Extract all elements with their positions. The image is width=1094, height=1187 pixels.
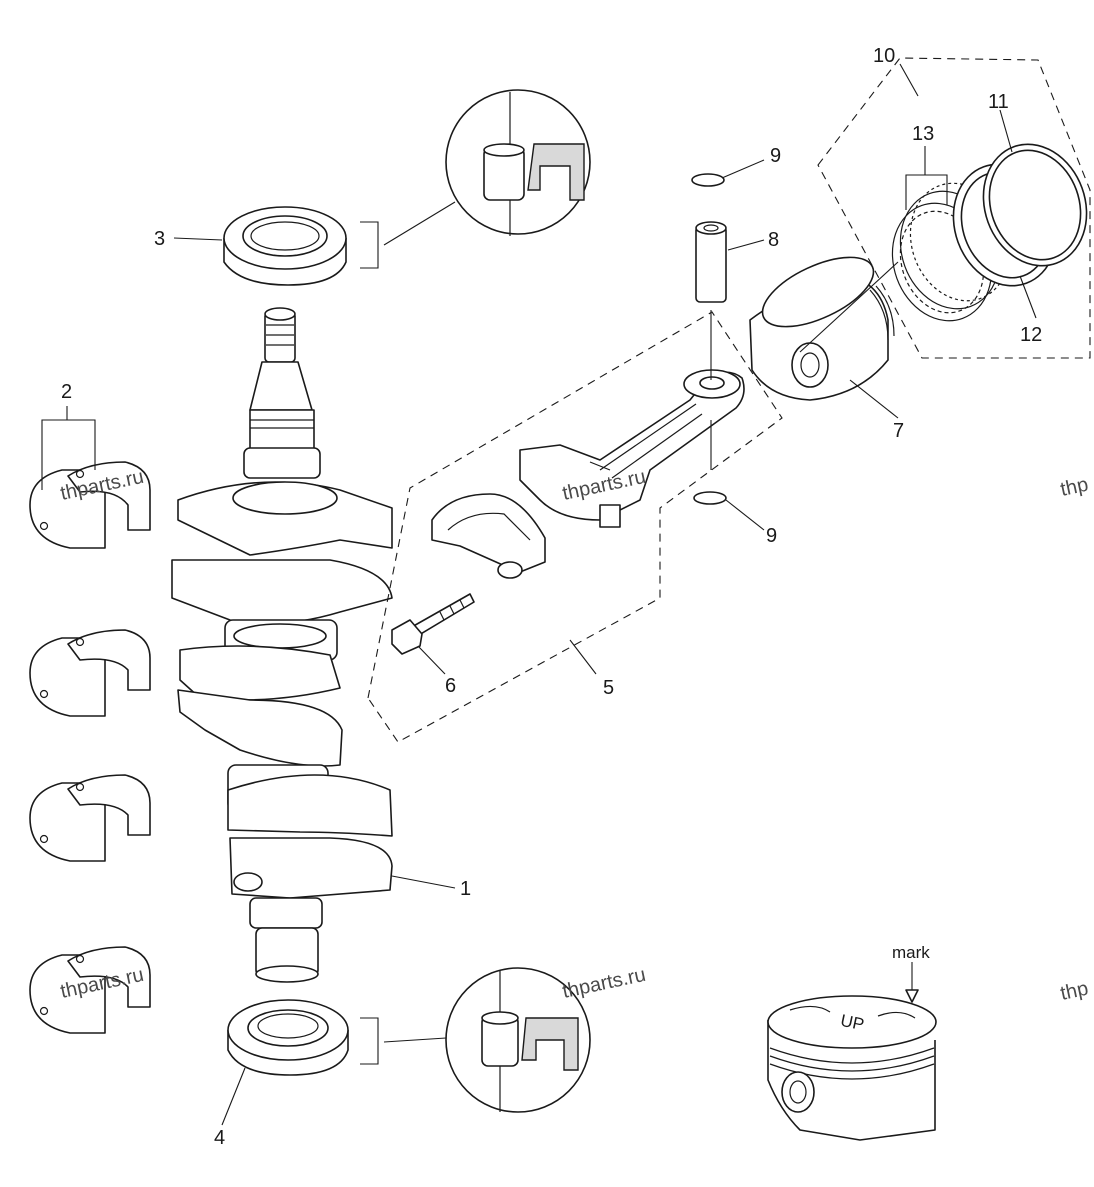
callout-11: 11 <box>988 91 1009 113</box>
oil-seal-top <box>223 201 456 286</box>
watermark: thp <box>1058 978 1090 1005</box>
crankshaft <box>171 307 393 983</box>
piston-mark-detail: UP mark <box>767 943 937 1141</box>
callout-2: 2 <box>61 381 72 403</box>
watermark: thparts.ru <box>560 964 647 1003</box>
watermark: thp <box>1058 474 1090 501</box>
leader-lines <box>41 63 1037 1126</box>
callout-9-top: 9 <box>770 145 781 167</box>
oil-seal-bottom <box>227 999 447 1076</box>
callout-4: 4 <box>214 1127 225 1149</box>
callout-13: 13 <box>912 123 934 145</box>
callout-6: 6 <box>445 675 456 697</box>
connecting-rod-bolt <box>391 593 475 655</box>
seal-detail-circle-top <box>445 89 591 236</box>
callout-12: 12 <box>1020 324 1042 346</box>
callout-7: 7 <box>893 420 904 442</box>
main-bearing-shell-2 <box>29 629 151 717</box>
main-bearing-shell-3 <box>29 774 151 862</box>
callout-numbers: 1 2 3 4 5 6 7 8 9 9 10 11 12 13 <box>61 45 1042 1149</box>
seal-detail-circle-bottom <box>445 967 591 1113</box>
piston-mark-label: mark <box>892 943 930 962</box>
piston-ring-set <box>817 57 1091 359</box>
callout-9-bottom: 9 <box>766 525 777 547</box>
top-compression-ring <box>982 143 1088 267</box>
main-bearing-shell-4 <box>29 946 151 1034</box>
piston-pin <box>695 221 727 470</box>
piston-pin-clip-bottom <box>693 491 727 505</box>
connecting-rod-assembly <box>367 311 783 743</box>
piston-pin-clip-top <box>691 173 725 187</box>
callout-1: 1 <box>460 878 471 900</box>
callout-10: 10 <box>873 45 895 67</box>
piston-up-stamp: UP <box>839 1011 866 1034</box>
main-bearing-shell-1 <box>29 461 151 549</box>
callout-3: 3 <box>154 228 165 250</box>
callout-5: 5 <box>603 677 614 699</box>
main-bearing-set <box>29 461 151 1034</box>
piston <box>749 256 899 401</box>
callout-8: 8 <box>768 229 779 251</box>
